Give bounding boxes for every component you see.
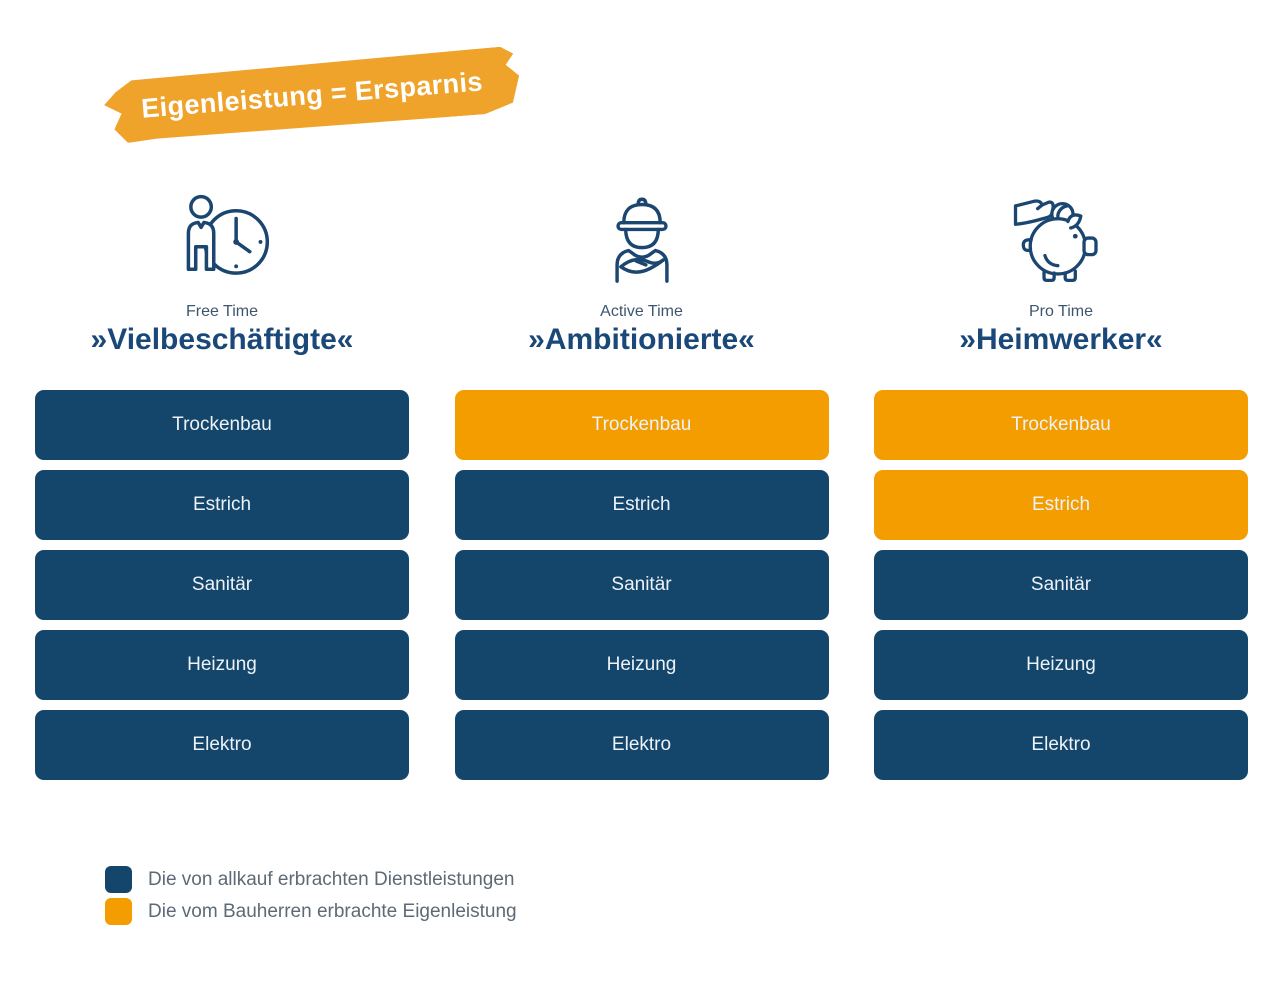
construction-worker-icon (594, 193, 690, 301)
column-title: »Heimwerker« (959, 323, 1163, 356)
column-ambitionierte: Active Time »Ambitionierte« Trockenbau E… (454, 193, 829, 780)
legend: Die von allkauf erbrachten Dienstleistun… (105, 866, 517, 925)
column-subtitle: Pro Time (1028, 303, 1093, 320)
column-title: »Ambitionierte« (528, 323, 755, 356)
service-bar: Elektro (454, 710, 829, 780)
piggy-bank-icon (1010, 193, 1113, 301)
title-banner: Eigenleistung = Ersparnis (102, 45, 522, 144)
legend-label: Die von allkauf erbrachten Dienstleistun… (148, 869, 515, 890)
service-bar: Estrich (454, 470, 829, 540)
legend-swatch-allkauf (105, 866, 132, 893)
service-bar: Heizung (874, 630, 1248, 700)
service-bar: Trockenbau (35, 390, 409, 460)
legend-item: Die vom Bauherren erbrachte Eigenleistun… (105, 898, 517, 925)
banner-title: Eigenleistung = Ersparnis (140, 65, 484, 124)
column-subtitle: Free Time (185, 303, 258, 320)
service-bar: Heizung (35, 630, 409, 700)
column-vielbeschaeftigte: Free Time »Vielbeschäftigte« Trockenbau … (35, 193, 409, 780)
service-bar: Sanitär (35, 550, 409, 620)
person-clock-icon (166, 193, 279, 301)
legend-swatch-eigenleistung (105, 898, 132, 925)
service-bar: Sanitär (454, 550, 829, 620)
bar-list: Trockenbau Estrich Sanitär Heizung Elekt… (454, 390, 829, 780)
legend-item: Die von allkauf erbrachten Dienstleistun… (105, 866, 517, 893)
persona-columns: Free Time »Vielbeschäftigte« Trockenbau … (35, 193, 1248, 780)
column-heimwerker: Pro Time »Heimwerker« Trockenbau Estrich… (874, 193, 1248, 780)
service-bar: Sanitär (874, 550, 1248, 620)
service-bar: Estrich (35, 470, 409, 540)
service-bar: Heizung (454, 630, 829, 700)
service-bar: Estrich (874, 470, 1248, 540)
column-subtitle: Active Time (600, 303, 683, 320)
bar-list: Trockenbau Estrich Sanitär Heizung Elekt… (874, 390, 1248, 780)
bar-list: Trockenbau Estrich Sanitär Heizung Elekt… (35, 390, 409, 780)
service-bar: Elektro (35, 710, 409, 780)
service-bar: Trockenbau (874, 390, 1248, 460)
legend-label: Die vom Bauherren erbrachte Eigenleistun… (148, 901, 517, 922)
service-bar: Elektro (874, 710, 1248, 780)
service-bar: Trockenbau (454, 390, 829, 460)
column-title: »Vielbeschäftigte« (90, 323, 354, 356)
